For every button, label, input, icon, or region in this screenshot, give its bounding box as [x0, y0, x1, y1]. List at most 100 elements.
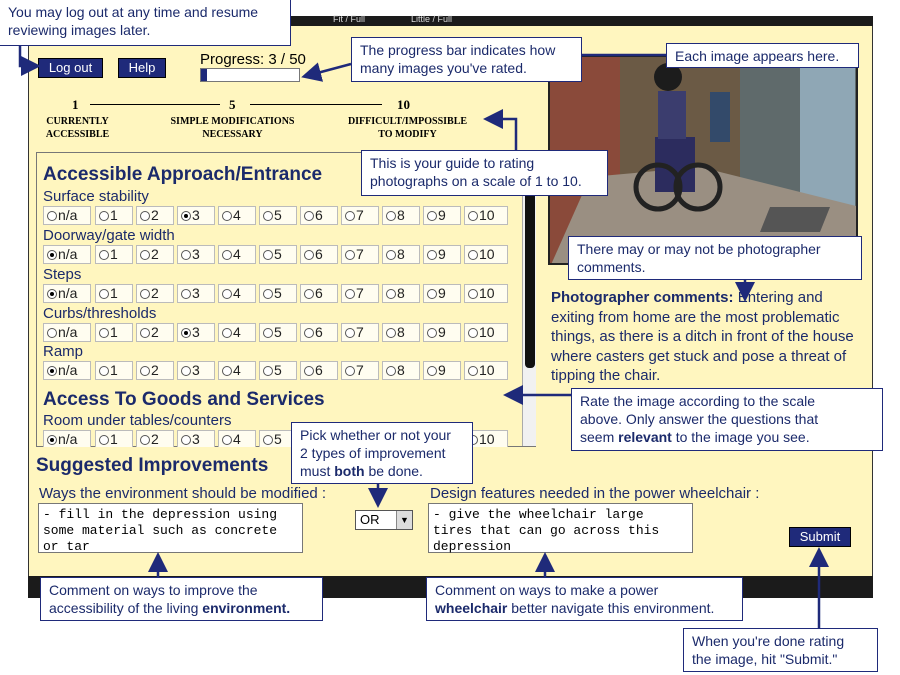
radio-icon[interactable]: [99, 366, 109, 376]
radio-icon[interactable]: [345, 366, 355, 376]
rating-radio-option[interactable]: 8: [382, 284, 420, 303]
rating-radio-option[interactable]: 4: [218, 206, 256, 225]
radio-icon[interactable]: [222, 435, 232, 445]
rating-radio-option[interactable]: 9: [423, 284, 461, 303]
radio-icon[interactable]: [468, 250, 478, 260]
radio-icon[interactable]: [386, 366, 396, 376]
rating-radio-option[interactable]: 4: [218, 361, 256, 380]
rating-radio-option[interactable]: 3: [177, 245, 215, 264]
radio-icon[interactable]: [304, 289, 314, 299]
radio-icon[interactable]: [99, 435, 109, 445]
radio-icon[interactable]: [468, 289, 478, 299]
rating-radio-option[interactable]: 8: [382, 361, 420, 380]
rating-radio-option[interactable]: 10: [464, 206, 508, 225]
radio-icon[interactable]: [222, 328, 232, 338]
radio-icon[interactable]: [304, 250, 314, 260]
rating-radio-option[interactable]: 10: [464, 245, 508, 264]
rating-radio-option[interactable]: 7: [341, 284, 379, 303]
rating-radio-option[interactable]: 1: [95, 430, 133, 449]
form-scrollbar[interactable]: [522, 153, 536, 446]
rating-radio-option[interactable]: 2: [136, 206, 174, 225]
radio-icon[interactable]: [345, 211, 355, 221]
radio-icon[interactable]: [263, 250, 273, 260]
radio-icon[interactable]: [181, 435, 191, 445]
radio-icon[interactable]: [345, 289, 355, 299]
radio-icon[interactable]: [181, 211, 191, 221]
radio-icon[interactable]: [468, 366, 478, 376]
radio-icon[interactable]: [140, 366, 150, 376]
rating-radio-option[interactable]: 1: [95, 206, 133, 225]
rating-radio-option[interactable]: 5: [259, 245, 297, 264]
radio-icon[interactable]: [345, 328, 355, 338]
rating-radio-option[interactable]: 3: [177, 323, 215, 342]
rating-radio-option[interactable]: 10: [464, 284, 508, 303]
rating-radio-option[interactable]: 4: [218, 323, 256, 342]
rating-radio-option[interactable]: 7: [341, 361, 379, 380]
submit-button[interactable]: Submit: [789, 527, 851, 547]
rating-radio-option[interactable]: 10: [464, 430, 508, 449]
rating-radio-option[interactable]: 8: [382, 206, 420, 225]
radio-icon[interactable]: [345, 250, 355, 260]
rating-radio-option[interactable]: 5: [259, 323, 297, 342]
radio-icon[interactable]: [263, 366, 273, 376]
rating-radio-option[interactable]: 1: [95, 245, 133, 264]
rating-radio-option[interactable]: 8: [382, 245, 420, 264]
rating-radio-option[interactable]: 7: [341, 323, 379, 342]
rating-radio-option[interactable]: 5: [259, 361, 297, 380]
rating-radio-option[interactable]: n/a: [43, 323, 91, 342]
radio-icon[interactable]: [386, 250, 396, 260]
rating-radio-option[interactable]: 3: [177, 361, 215, 380]
radio-icon[interactable]: [140, 435, 150, 445]
radio-icon[interactable]: [140, 328, 150, 338]
radio-icon[interactable]: [181, 328, 191, 338]
radio-icon[interactable]: [47, 435, 57, 445]
radio-icon[interactable]: [222, 366, 232, 376]
radio-icon[interactable]: [304, 211, 314, 221]
radio-icon[interactable]: [99, 328, 109, 338]
rating-radio-option[interactable]: 4: [218, 245, 256, 264]
rating-radio-option[interactable]: 2: [136, 361, 174, 380]
radio-icon[interactable]: [263, 435, 273, 445]
radio-icon[interactable]: [304, 328, 314, 338]
radio-icon[interactable]: [427, 250, 437, 260]
rating-radio-option[interactable]: 1: [95, 361, 133, 380]
logout-button[interactable]: Log out: [38, 58, 103, 78]
radio-icon[interactable]: [263, 328, 273, 338]
radio-icon[interactable]: [386, 211, 396, 221]
radio-icon[interactable]: [181, 250, 191, 260]
radio-icon[interactable]: [99, 250, 109, 260]
rating-radio-option[interactable]: 5: [259, 284, 297, 303]
radio-icon[interactable]: [468, 211, 478, 221]
radio-icon[interactable]: [140, 250, 150, 260]
rating-radio-option[interactable]: 6: [300, 361, 338, 380]
radio-icon[interactable]: [386, 289, 396, 299]
radio-icon[interactable]: [427, 328, 437, 338]
radio-icon[interactable]: [140, 289, 150, 299]
rating-radio-option[interactable]: 2: [136, 284, 174, 303]
rating-radio-option[interactable]: 4: [218, 284, 256, 303]
rating-radio-option[interactable]: 9: [423, 206, 461, 225]
rating-radio-option[interactable]: n/a: [43, 206, 91, 225]
radio-icon[interactable]: [140, 211, 150, 221]
radio-icon[interactable]: [99, 289, 109, 299]
rating-radio-option[interactable]: 8: [382, 323, 420, 342]
rating-radio-option[interactable]: 3: [177, 206, 215, 225]
radio-icon[interactable]: [427, 366, 437, 376]
radio-icon[interactable]: [304, 366, 314, 376]
combine-select[interactable]: OR▼: [355, 510, 413, 530]
rating-radio-option[interactable]: 7: [341, 245, 379, 264]
radio-icon[interactable]: [427, 211, 437, 221]
radio-icon[interactable]: [181, 289, 191, 299]
rating-radio-option[interactable]: 9: [423, 323, 461, 342]
rating-radio-option[interactable]: 10: [464, 361, 508, 380]
radio-icon[interactable]: [47, 211, 57, 221]
rating-radio-option[interactable]: 2: [136, 245, 174, 264]
rating-radio-option[interactable]: 7: [341, 206, 379, 225]
help-button[interactable]: Help: [118, 58, 166, 78]
radio-icon[interactable]: [47, 289, 57, 299]
radio-icon[interactable]: [263, 289, 273, 299]
rating-radio-option[interactable]: 5: [259, 430, 297, 449]
rating-radio-option[interactable]: 6: [300, 323, 338, 342]
